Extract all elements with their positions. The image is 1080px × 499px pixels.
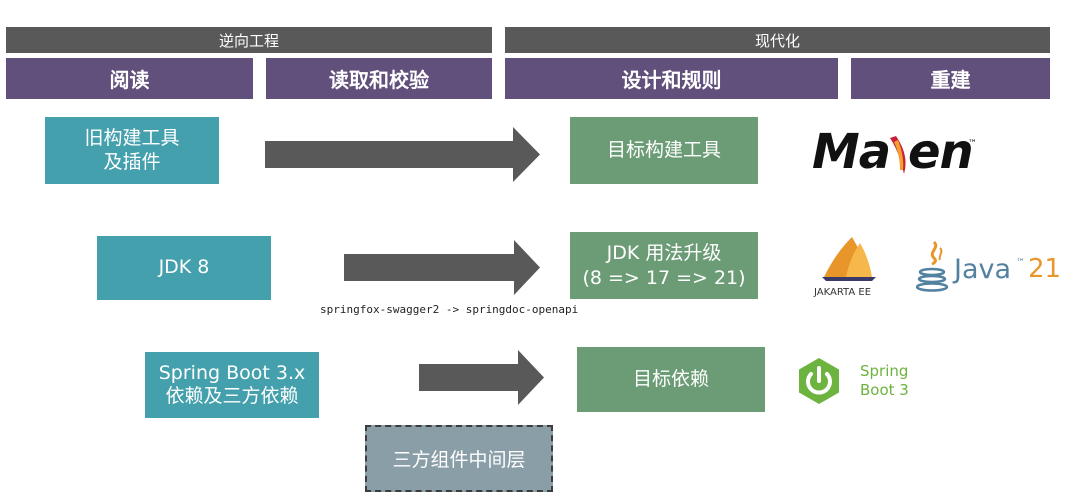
phase-modern-label: 现代化: [754, 31, 800, 50]
spring-boot-text: Boot 3: [860, 381, 909, 399]
spring-boot-logo: Spring Boot 3: [794, 356, 924, 406]
java-version: 21: [1028, 254, 1062, 284]
svg-text:en: en: [908, 124, 973, 180]
third-party-middleware-label: 三方组件中间层: [392, 449, 526, 471]
jakarta-ee-text: JAKARTA EE: [814, 287, 872, 298]
jdk-upgrade-label: JDK 用法升级 (8 => 17 => 21): [582, 241, 746, 289]
spring-boot-deps-label: Spring Boot 3.x 依赖及三方依赖: [158, 361, 306, 407]
spring-boot-deps-box: Spring Boot 3.x 依赖及三方依赖: [145, 352, 319, 418]
java-tm: ™: [1016, 258, 1025, 268]
swagger-migration-note-text: springfox-swagger2 -> springdoc-openapi: [320, 303, 579, 316]
jdk8-box: JDK 8: [97, 236, 271, 300]
spring-power-icon: [799, 358, 839, 404]
arrow-build: [265, 127, 540, 182]
target-build-tool-label: 目标构建工具: [606, 139, 721, 162]
svg-text:Ma: Ma: [812, 124, 890, 180]
arrow-jdk: [344, 240, 540, 295]
stage-design: 设计和规则: [505, 58, 838, 99]
target-build-tool-box: 目标构建工具: [570, 117, 758, 184]
svg-text:™: ™: [968, 139, 977, 149]
stage-rebuild-label: 重建: [930, 68, 971, 92]
jdk-upgrade-box: JDK 用法升级 (8 => 17 => 21): [570, 232, 758, 299]
jdk8-label: JDK 8: [158, 256, 210, 279]
stage-verify-label: 读取和校验: [329, 68, 429, 92]
stage-read: 阅读: [6, 58, 253, 99]
old-build-tool-label: 旧构建工具 及插件: [84, 127, 180, 173]
phase-reverse-label: 逆向工程: [218, 31, 279, 50]
jakarta-ee-logo: JAKARTA EE: [812, 233, 896, 301]
third-party-middleware-box: 三方组件中间层: [365, 425, 553, 492]
java-text: Java: [954, 254, 1012, 285]
phase-reverse-engineering: 逆向工程: [6, 27, 492, 53]
java-cup-icon: [916, 240, 949, 292]
java-logo: Java ™ 21: [916, 238, 1066, 298]
target-deps-label: 目标依赖: [632, 368, 709, 391]
arrow-deps: [419, 350, 544, 405]
old-build-tool-box: 旧构建工具 及插件: [45, 117, 219, 184]
maven-logo: Ma en ™: [812, 122, 982, 180]
stage-rebuild: 重建: [851, 58, 1050, 99]
stage-verify: 读取和校验: [266, 58, 492, 99]
target-deps-box: 目标依赖: [577, 347, 765, 412]
spring-text: Spring: [860, 362, 909, 380]
swagger-migration-note: springfox-swagger2 -> springdoc-openapi: [320, 303, 578, 316]
stage-design-label: 设计和规则: [621, 68, 722, 92]
phase-modernization: 现代化: [505, 27, 1050, 53]
stage-read-label: 阅读: [109, 68, 150, 92]
